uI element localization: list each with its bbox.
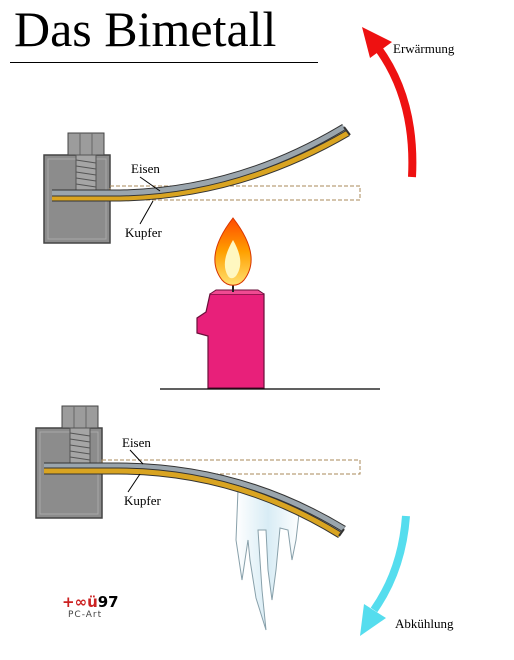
icicles [235,489,301,631]
logo-year: 97 [97,593,119,611]
logo-subtitle: PC-Art [68,610,103,620]
label-iron-bottom: Eisen [122,435,151,450]
logo-colored-mark: +∞ü [62,593,98,611]
candle [196,217,265,389]
bolt-top [67,132,105,194]
label-iron-top: Eisen [131,161,160,176]
heated-bimetal-group [43,27,417,244]
cooling-arrow [370,515,410,613]
bolt-bottom [61,405,99,467]
label-cooling: Abkühlung [395,616,454,631]
warming-arrow [374,45,417,178]
pc-art-logo: +∞ü97 PC-Art [62,594,132,624]
label-copper-bottom: Kupfer [124,493,161,508]
cooled-bimetal-group [35,405,410,636]
title-underline [10,62,318,63]
label-warming: Erwärmung [393,41,455,56]
label-copper-top: Kupfer [125,225,162,240]
page-title: Das Bimetall [14,1,277,57]
